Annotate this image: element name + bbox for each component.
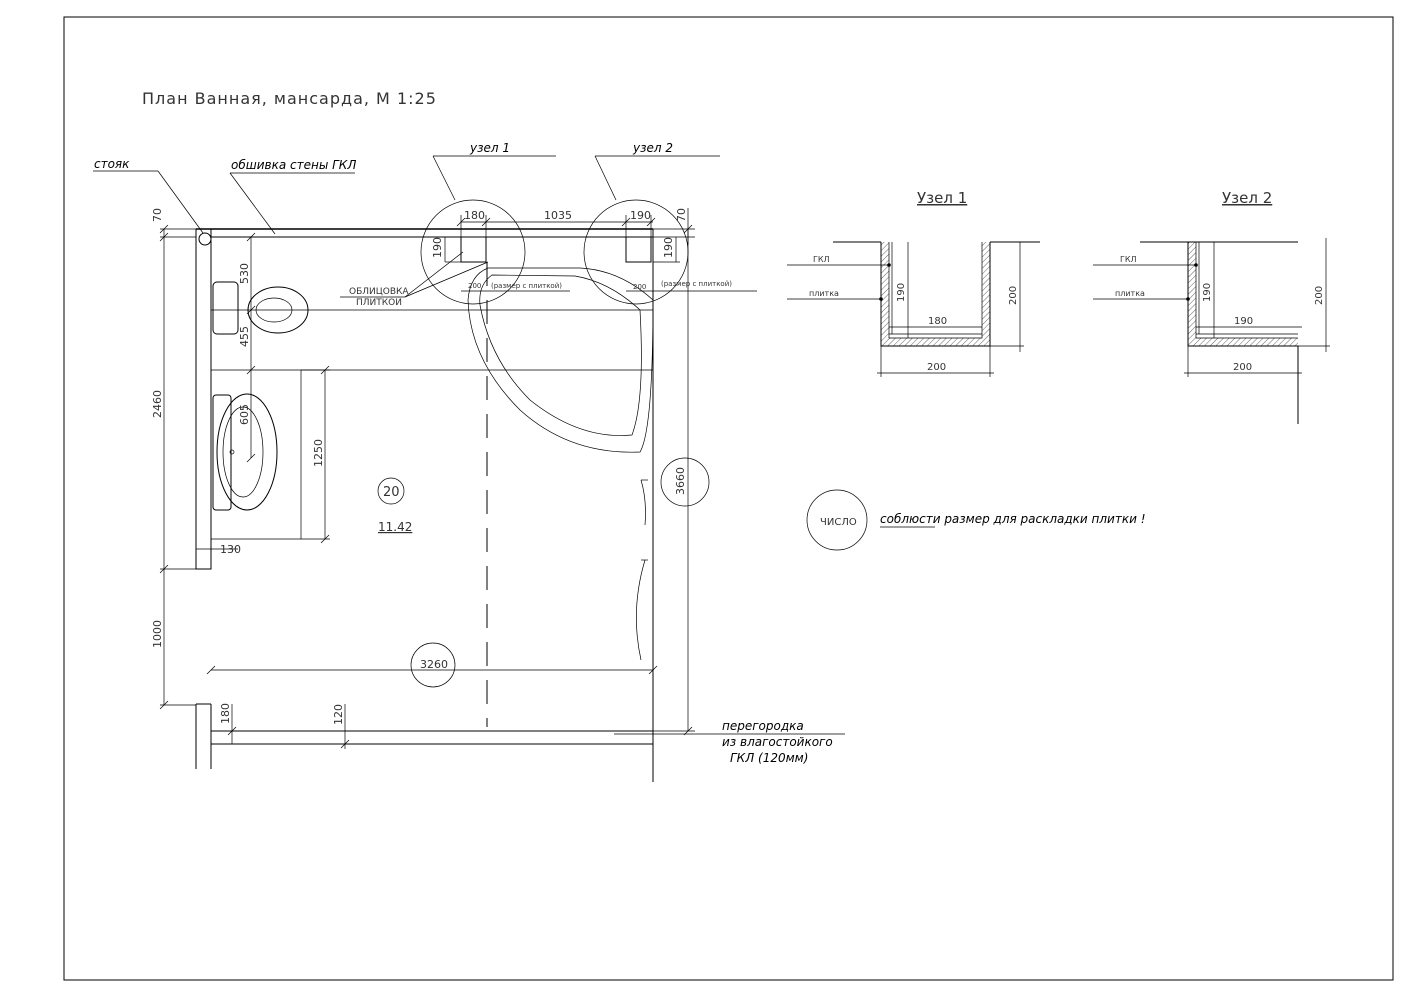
tile-facing-label-1: ОБЛИЦОВКА [349,287,409,297]
washbasin [212,393,278,511]
size-with-tile-2: (размер с плиткой) [661,280,732,288]
partition-label-3: ГКЛ (120мм) [730,751,808,765]
detail1-inner-width: 180 [928,316,947,327]
dim-190-b: 190 [662,237,675,258]
layout-note: соблюсти размер для раскладки плитки ! [880,512,1146,526]
detail1-gkl-label: ГКЛ [813,255,830,264]
dim-180-bottom: 180 [219,703,232,724]
detail2-tile-label: плитка [1115,289,1145,298]
dim-3660: 3660 [674,467,687,495]
dim-180-top: 180 [464,209,485,222]
dim-3260: 3260 [420,658,448,671]
dim-130: 130 [220,543,241,556]
detail1-outer-width: 200 [927,362,946,373]
detail-node-2: Узел 2 ГКЛ плитка 190 200 190 200 [1093,189,1330,424]
node2-callout-label: узел 2 [632,141,673,155]
partition-label-2: из влагостойкого [722,735,833,749]
riser-circle [198,232,212,246]
detail2-gkl-label: ГКЛ [1120,255,1137,264]
left-wall [195,228,212,570]
dim-605: 605 [238,404,251,425]
corner-bath [467,267,654,453]
room-number: 20 [383,485,400,500]
detail2-inner-height: 190 [1202,283,1213,302]
number-circle-label: ЧИСЛО [820,517,857,528]
detail2-outer-height: 200 [1314,286,1325,305]
detail2-title: Узел 2 [1222,189,1272,207]
dim-1035: 1035 [544,209,572,222]
detail1-title: Узел 1 [917,189,967,207]
sheet-frame [63,16,1394,981]
dim-1000: 1000 [151,620,164,648]
room-area: 11.42 [378,520,412,534]
detail2-outer-width: 200 [1233,362,1252,373]
node1-callout-label: узел 1 [469,141,510,155]
detail1-outer-height: 200 [1008,286,1019,305]
riser-label: стояк [94,157,130,171]
partition-label-1: перегородка [722,719,804,733]
number-circle [806,489,868,551]
plan-title: План Ванная, мансарда, М 1:25 [142,89,437,108]
dim-70-right: 70 [675,208,688,222]
toilet [212,281,309,335]
detail2-inner-width: 190 [1234,316,1253,327]
dim-530: 530 [238,263,251,284]
detail1-inner-height: 190 [896,283,907,302]
detail-node-1: Узел 1 ГКЛ плитка 180 200 190 200 [787,189,1040,377]
tile-facing-label-2: ПЛИТКОЙ [356,296,402,308]
dim-1250: 1250 [312,439,325,467]
dim-200-a: 200 [468,282,481,290]
size-with-tile-1: (размер с плиткой) [491,282,562,290]
dim-2460: 2460 [151,390,164,418]
leaders [93,155,845,735]
dim-120: 120 [332,704,345,725]
dim-455: 455 [238,326,251,347]
dim-190-a: 190 [431,237,444,258]
node1-circle [420,199,526,305]
dim-190-top: 190 [630,209,651,222]
dim-200-b: 200 [633,283,646,291]
detail1-tile-label: плитка [809,289,839,298]
plan-dimensions [159,208,757,749]
wall-lining-label: обшивка стены ГКЛ [231,158,356,172]
dim-70-left: 70 [151,208,164,222]
